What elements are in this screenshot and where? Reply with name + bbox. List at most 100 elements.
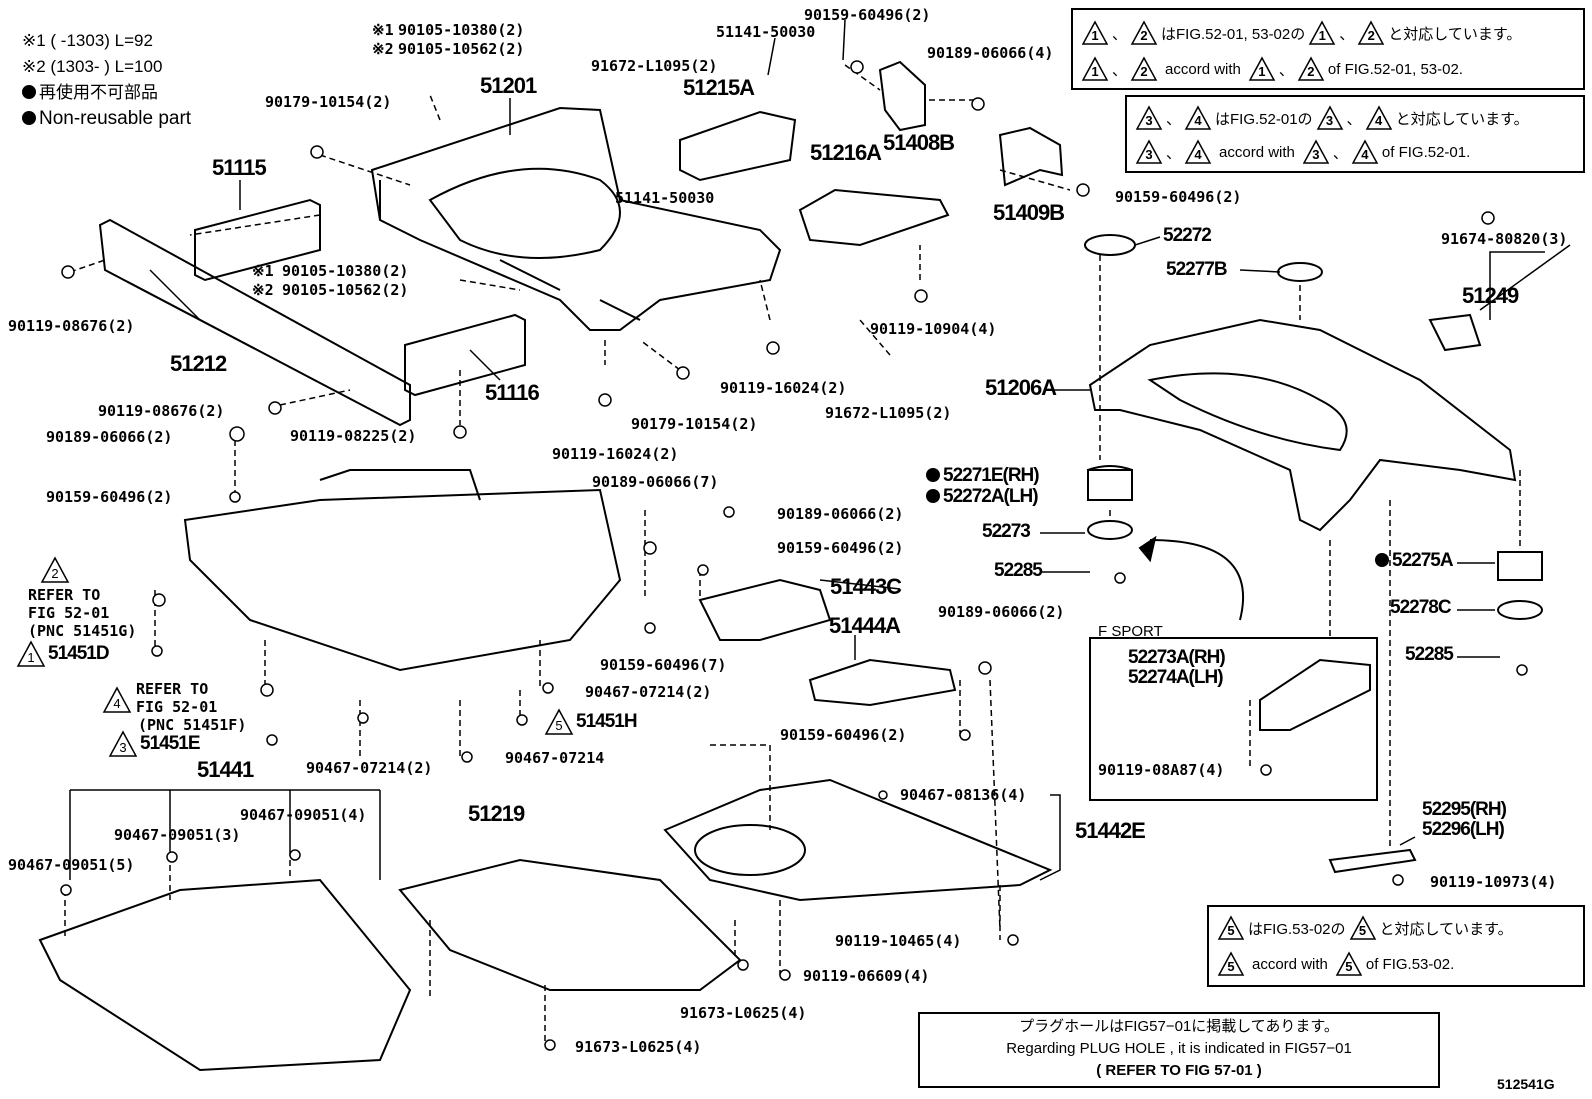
- part-52271E-RH: 52271E(RH): [926, 466, 1040, 485]
- cover-51443C: [698, 578, 832, 641]
- part-52295-RH: 52295(RH): [1422, 799, 1507, 820]
- part-90189-06066-right: 90189-06066(2): [938, 603, 1065, 621]
- fsport-label: F SPORT: [1098, 623, 1163, 640]
- part-90159-60496-low: 90159-60496(2): [780, 726, 907, 744]
- triangle-icon: 4: [1351, 139, 1379, 165]
- non-reusable-icon: [926, 468, 940, 482]
- triangle-icon: 1: [1248, 56, 1276, 82]
- triangle-icon: 4: [102, 686, 132, 714]
- triangle-icon: 3: [1135, 139, 1163, 165]
- part-90179-10154-bottom: 90179-10154(2): [631, 415, 758, 433]
- box2-jp-b: はFIG.52-01の: [1215, 110, 1313, 128]
- part-90119-10904: 90119-10904(4): [870, 320, 997, 338]
- part-90119-08A87: 90119-08A87(4): [1098, 761, 1225, 779]
- box1-en-a: accord with: [1165, 60, 1241, 78]
- part-90159-60496-top: 90159-60496(2): [804, 6, 931, 24]
- triangle-icon: 5: [544, 708, 574, 736]
- note-2: ※2 (1303- ) L=100: [22, 57, 163, 76]
- part-51409B: 51409B: [993, 200, 1065, 225]
- triangle-icon: 5: [1349, 915, 1377, 941]
- prefix-mark-4: ※2: [252, 281, 274, 299]
- rear-subframe-51206A: [1088, 318, 1517, 532]
- note-box-1: 1 、 2 はFIG.52-01, 53-02の 1 、 2 と対応しています。…: [1071, 8, 1585, 90]
- part-51215A: 51215A: [683, 75, 755, 100]
- box1-sep: 、: [1278, 61, 1294, 79]
- box1-jp-d: と対応しています。: [1388, 25, 1522, 43]
- triangle-icon: 2: [1130, 20, 1158, 46]
- box3-line2: 5 accord with 5 of FIG.53-02.: [1217, 951, 1454, 977]
- part-52273: 52273: [982, 521, 1031, 542]
- box3-jp-a: はFIG.53-02の: [1248, 920, 1346, 938]
- part-52273A-RH: 52273A(RH): [1128, 647, 1226, 668]
- part-90467-09051-3: 90467-09051(3): [114, 826, 241, 844]
- part-90119-10465: 90119-10465(4): [835, 932, 962, 950]
- plug-hole-en: Regarding PLUG HOLE , it is indicated in…: [1006, 1040, 1352, 1057]
- part-52274A-LH: 52274A(LH): [1128, 667, 1224, 688]
- part-52285-left: 52285: [994, 560, 1043, 581]
- fsport-box: [1089, 637, 1378, 801]
- non-reusable-en: Non-reusable part: [22, 108, 191, 130]
- refer-block-2-pnc: (PNC 51451F): [138, 716, 247, 734]
- part-51115: 51115: [212, 155, 267, 180]
- part-52272A-text: 52272A(LH): [943, 486, 1039, 507]
- cover-front-upper: [183, 488, 622, 672]
- non-reusable-icon: [926, 489, 940, 503]
- triangle-icon: 2: [1297, 56, 1325, 82]
- box2-jp-d: と対応しています。: [1395, 110, 1529, 128]
- part-51219: 51219: [468, 801, 525, 826]
- triangle-icon: 2: [1130, 56, 1158, 82]
- triangle-icon: 4: [1184, 139, 1212, 165]
- box3-en-b: of FIG.53-02.: [1365, 955, 1455, 973]
- part-90119-10973: 90119-10973(4): [1430, 873, 1557, 891]
- plug-hole-box: プラグホールはFIG57−01に掲載してあります。 Regarding PLUG…: [918, 1012, 1440, 1088]
- triangle-icon: 4: [1184, 105, 1212, 131]
- box1-en-b: of FIG.52-01, 53-02.: [1327, 60, 1463, 78]
- box3-line1: 5 はFIG.53-02の 5 と対応しています。: [1217, 915, 1513, 941]
- part-90467-09051-4: 90467-09051(4): [240, 806, 367, 824]
- part-51212: 51212: [170, 351, 227, 376]
- part-51451E: 51451E: [140, 733, 201, 754]
- box1-line1: 1 、 2 はFIG.52-01, 53-02の 1 、 2 と対応しています。: [1081, 20, 1521, 46]
- part-51141-50030-mid: 51141-50030: [615, 189, 715, 207]
- figure-id: 512541G: [1497, 1076, 1555, 1092]
- triangle-icon: 5: [1217, 915, 1245, 941]
- part-90189-06066-left: 90189-06066(2): [46, 428, 173, 446]
- cover-51441: [38, 878, 412, 1072]
- part-90119-16024-top: 90119-16024(2): [720, 379, 847, 397]
- box1-sep: 、: [1112, 25, 1128, 43]
- part-90189-06066-4: 90189-06066(4): [927, 44, 1054, 62]
- part-91673-L0625-left: 91673-L0625(4): [575, 1038, 702, 1056]
- part-90189-06066-7: 90189-06066(7): [592, 473, 719, 491]
- bracket-51249: [1428, 313, 1482, 352]
- part-51116: 51116: [485, 380, 540, 405]
- part-90467-07214-r: 90467-07214(2): [585, 683, 712, 701]
- part-90159-60496-7: 90159-60496(7): [600, 656, 727, 674]
- part-90119-08676-left: 90119-08676(2): [8, 317, 135, 335]
- part-90105-10562-mid: 90105-10562(2): [282, 281, 409, 299]
- part-51443C: 51443C: [830, 574, 902, 599]
- part-90467-07214-single: 90467-07214: [505, 749, 605, 767]
- box2-en-b: of FIG.52-01.: [1381, 143, 1471, 161]
- box2-sep: 、: [1166, 110, 1182, 128]
- triangle-icon: 3: [1135, 105, 1163, 131]
- part-52272: 52272: [1163, 225, 1212, 246]
- triangle-icon: 5: [1335, 951, 1363, 977]
- part-90467-07214-left: 90467-07214(2): [306, 759, 433, 777]
- box2-sep: 、: [1332, 144, 1348, 162]
- triangle-icon: 1: [16, 640, 46, 668]
- part-90105-10380-top: 90105-10380(2): [398, 21, 525, 39]
- box2-sep: 、: [1166, 144, 1182, 162]
- part-51249: 51249: [1462, 283, 1519, 308]
- part-52272A-LH: 52272A(LH): [926, 486, 1039, 507]
- part-90105-10562-top: 90105-10562(2): [398, 40, 525, 58]
- non-reusable-jp: 再使用不可部品: [22, 82, 158, 104]
- part-52296-LH: 52296(LH): [1422, 819, 1505, 840]
- box1-sep: 、: [1112, 61, 1128, 79]
- part-52278C: 52278C: [1390, 597, 1452, 618]
- brace-51408B: [878, 60, 926, 132]
- box3-en-a: accord with: [1252, 955, 1328, 973]
- brace-51409B: [998, 126, 1064, 187]
